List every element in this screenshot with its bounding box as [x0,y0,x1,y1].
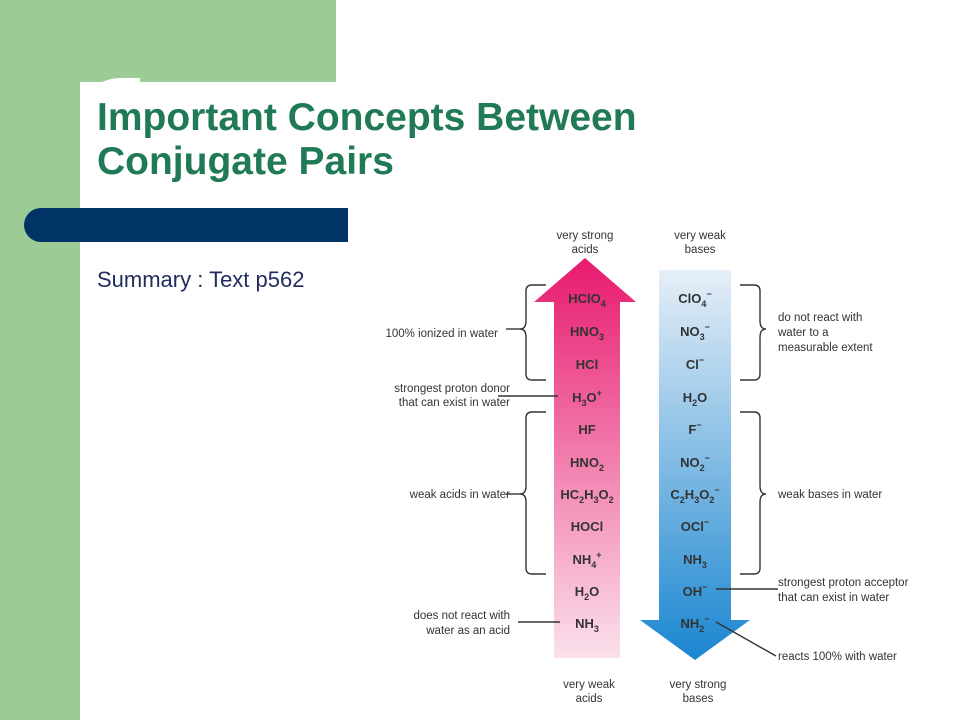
acid-top-label-1: very strong [557,230,614,242]
label-no-react-acid-1: does not react with [413,610,510,622]
acid-species-1: HNO3 [570,324,604,342]
acid-bottom-label-1: very weak [563,679,615,691]
base-strength-arrow [640,270,750,660]
label-reacts-100: reacts 100% with water [778,651,897,663]
base-top-label-2: bases [685,244,716,256]
label-strongest-acceptor-1: strongest proton acceptor [778,577,909,589]
slide-title: Important Concepts Between Conjugate Pai… [97,96,717,184]
top-green-block [80,0,336,82]
bracket-no-react [740,284,767,381]
base-species-5: NO2− [680,453,710,473]
title-line-2: Conjugate Pairs [97,140,394,183]
acid-species-3: H3O+ [572,388,602,408]
label-no-react-3: measurable extent [778,342,873,354]
label-strongest-donor-1: strongest proton donor [394,383,510,395]
label-weak-acids: weak acids in water [409,489,511,501]
title-line-1: Important Concepts Between [97,96,637,139]
acid-base-diagram-svg: very strong acids very weak bases very w… [385,230,909,705]
base-species-9: OH− [683,582,708,599]
label-strongest-donor-2: that can exist in water [399,397,510,409]
bracket-weak-acids [519,411,546,575]
base-species-6: C2H3O2− [670,485,719,505]
acid-species-7: HOCl [571,519,604,534]
base-bottom-label-2: bases [683,693,714,705]
label-weak-bases: weak bases in water [777,489,882,501]
base-species-8: NH3 [683,552,707,570]
label-ionized: 100% ionized in water [385,328,498,340]
acid-top-label-2: acids [572,244,599,256]
acid-species-0: HClO4 [568,291,606,309]
acid-bottom-label-2: acids [576,693,603,705]
acid-base-strength-figure: very strong acids very weak bases very w… [348,190,960,720]
acid-strength-arrow [534,258,636,658]
base-species-4: F− [688,420,701,437]
base-species-7: OCl− [681,517,709,534]
left-green-bar [0,0,80,720]
acid-species-9: H2O [575,584,600,602]
base-species-0: ClO4− [678,289,711,309]
acid-species-10: NH3 [575,616,599,634]
base-species-10: NH2− [680,614,709,634]
label-strongest-acceptor-2: that can exist in water [778,592,889,604]
acid-species-8: NH4+ [572,550,601,570]
label-no-react-1: do not react with [778,312,862,324]
base-species-2: Cl− [686,355,704,372]
base-species-3: H2O [683,390,708,408]
acid-species-4: HF [578,422,595,437]
base-species-1: NO3− [680,322,710,342]
title-underline-bar [24,208,348,242]
base-bottom-label-1: very strong [670,679,727,691]
line-reacts-100 [715,621,777,657]
bracket-weak-bases [740,411,767,575]
acid-species-6: HC2H3O2 [560,487,613,505]
acid-species-5: HNO2 [570,455,604,473]
label-no-react-acid-2: water as an acid [425,625,510,637]
base-top-label-1: very weak [674,230,726,242]
acid-species-2: HCl [576,357,598,372]
summary-text: Summary : Text p562 [97,267,305,292]
label-no-react-2: water to a [777,327,829,339]
